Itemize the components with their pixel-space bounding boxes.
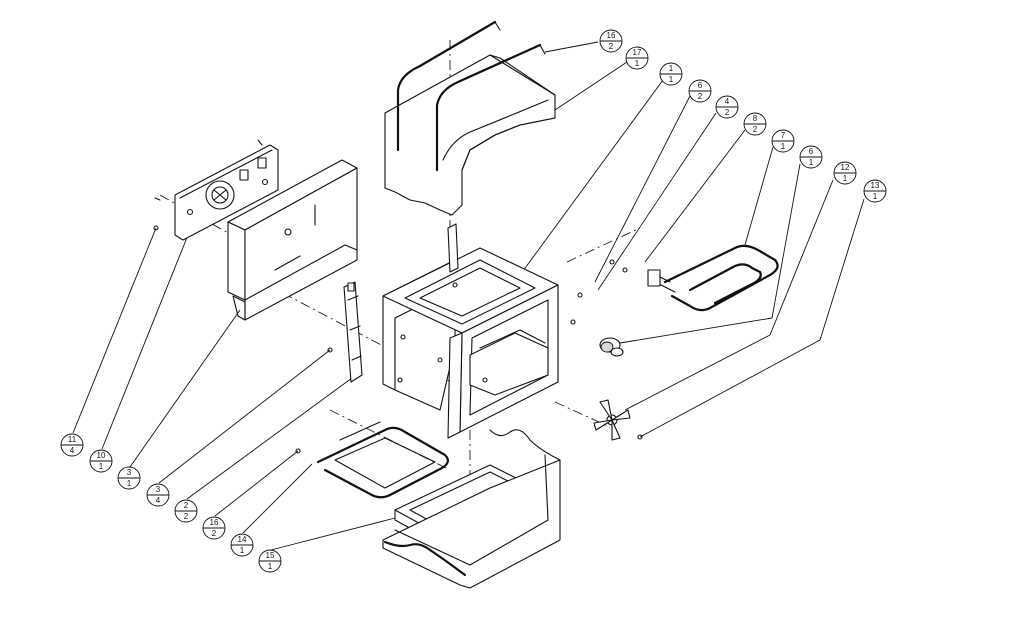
- callout-4: 4 2: [715, 95, 739, 119]
- side-rail-part: [343, 281, 363, 383]
- callout-17: 17 1: [625, 46, 649, 70]
- callout-13: 13 1: [863, 179, 887, 203]
- callout-quantity: 2: [698, 92, 703, 101]
- callout-16-b: 16 2: [202, 516, 226, 540]
- callout-quantity: 1: [635, 59, 640, 68]
- callout-quantity: 1: [781, 142, 786, 151]
- callout-10: 10 1: [89, 449, 113, 473]
- callout-quantity: 1: [240, 546, 245, 555]
- leader-lines: [72, 41, 865, 551]
- callout-quantity: 2: [753, 125, 758, 134]
- callout-quantity: 2: [609, 42, 614, 51]
- callout-15: 15 1: [258, 549, 282, 573]
- callout-part-number: 2: [184, 501, 189, 510]
- fan-plate-part: [154, 139, 279, 241]
- callout-2: 2 2: [174, 499, 198, 523]
- callout-part-number: 7: [781, 131, 786, 140]
- bottom-element-part: [316, 421, 449, 499]
- callout-11: 11 4: [60, 433, 84, 457]
- screws: [153, 225, 628, 454]
- callout-quantity: 1: [809, 158, 814, 167]
- callout-part-number: 12: [841, 163, 850, 172]
- callout-quantity: 1: [843, 174, 848, 183]
- callout-quantity: 1: [669, 75, 674, 84]
- callout-quantity: 4: [70, 446, 75, 455]
- callout-6-a: 6 2: [688, 79, 712, 103]
- callout-8: 8 2: [743, 112, 767, 136]
- callout-part-number: 13: [871, 181, 880, 190]
- fan-blade-part: [593, 399, 643, 441]
- bottom-cover-part: [382, 429, 561, 589]
- callout-14: 14 1: [230, 533, 254, 557]
- callout-part-number: 3: [127, 468, 132, 477]
- callout-part-number: 17: [633, 48, 642, 57]
- callout-1: 1 1: [659, 62, 683, 86]
- callout-quantity: 1: [873, 192, 878, 201]
- callout-quantity: 2: [184, 512, 189, 521]
- callout-part-number: 11: [68, 435, 77, 444]
- callout-part-number: 16: [210, 518, 219, 527]
- callout-part-number: 16: [607, 31, 616, 40]
- callout-16-a: 16 2: [599, 29, 623, 53]
- lamp-part: [599, 337, 624, 357]
- callout-part-number: 6: [809, 147, 814, 156]
- callout-part-number: 10: [97, 451, 106, 460]
- callout-quantity: 1: [127, 479, 132, 488]
- callout-part-number: 1: [669, 64, 674, 73]
- callout-part-number: 14: [238, 535, 247, 544]
- callout-quantity: 4: [156, 496, 161, 505]
- back-panel-part: [227, 159, 358, 321]
- grill-element-part: [647, 244, 779, 312]
- callout-7: 7 1: [771, 129, 795, 153]
- callout-6-b: 6 1: [799, 145, 823, 169]
- callout-3-a: 3 1: [117, 466, 141, 490]
- callout-part-number: 3: [156, 485, 161, 494]
- callout-quantity: 2: [725, 108, 730, 117]
- callout-part-number: 15: [266, 551, 275, 560]
- callout-quantity: 1: [268, 562, 273, 571]
- callout-part-number: 4: [725, 97, 730, 106]
- callout-quantity: 2: [212, 529, 217, 538]
- callout-12: 12 1: [833, 161, 857, 185]
- callout-part-number: 6: [698, 81, 703, 90]
- callout-quantity: 1: [99, 462, 104, 471]
- callout-part-number: 8: [753, 114, 758, 123]
- callout-3-b: 3 4: [146, 483, 170, 507]
- oven-cavity-part: [382, 223, 559, 439]
- top-cover-part: [384, 20, 556, 216]
